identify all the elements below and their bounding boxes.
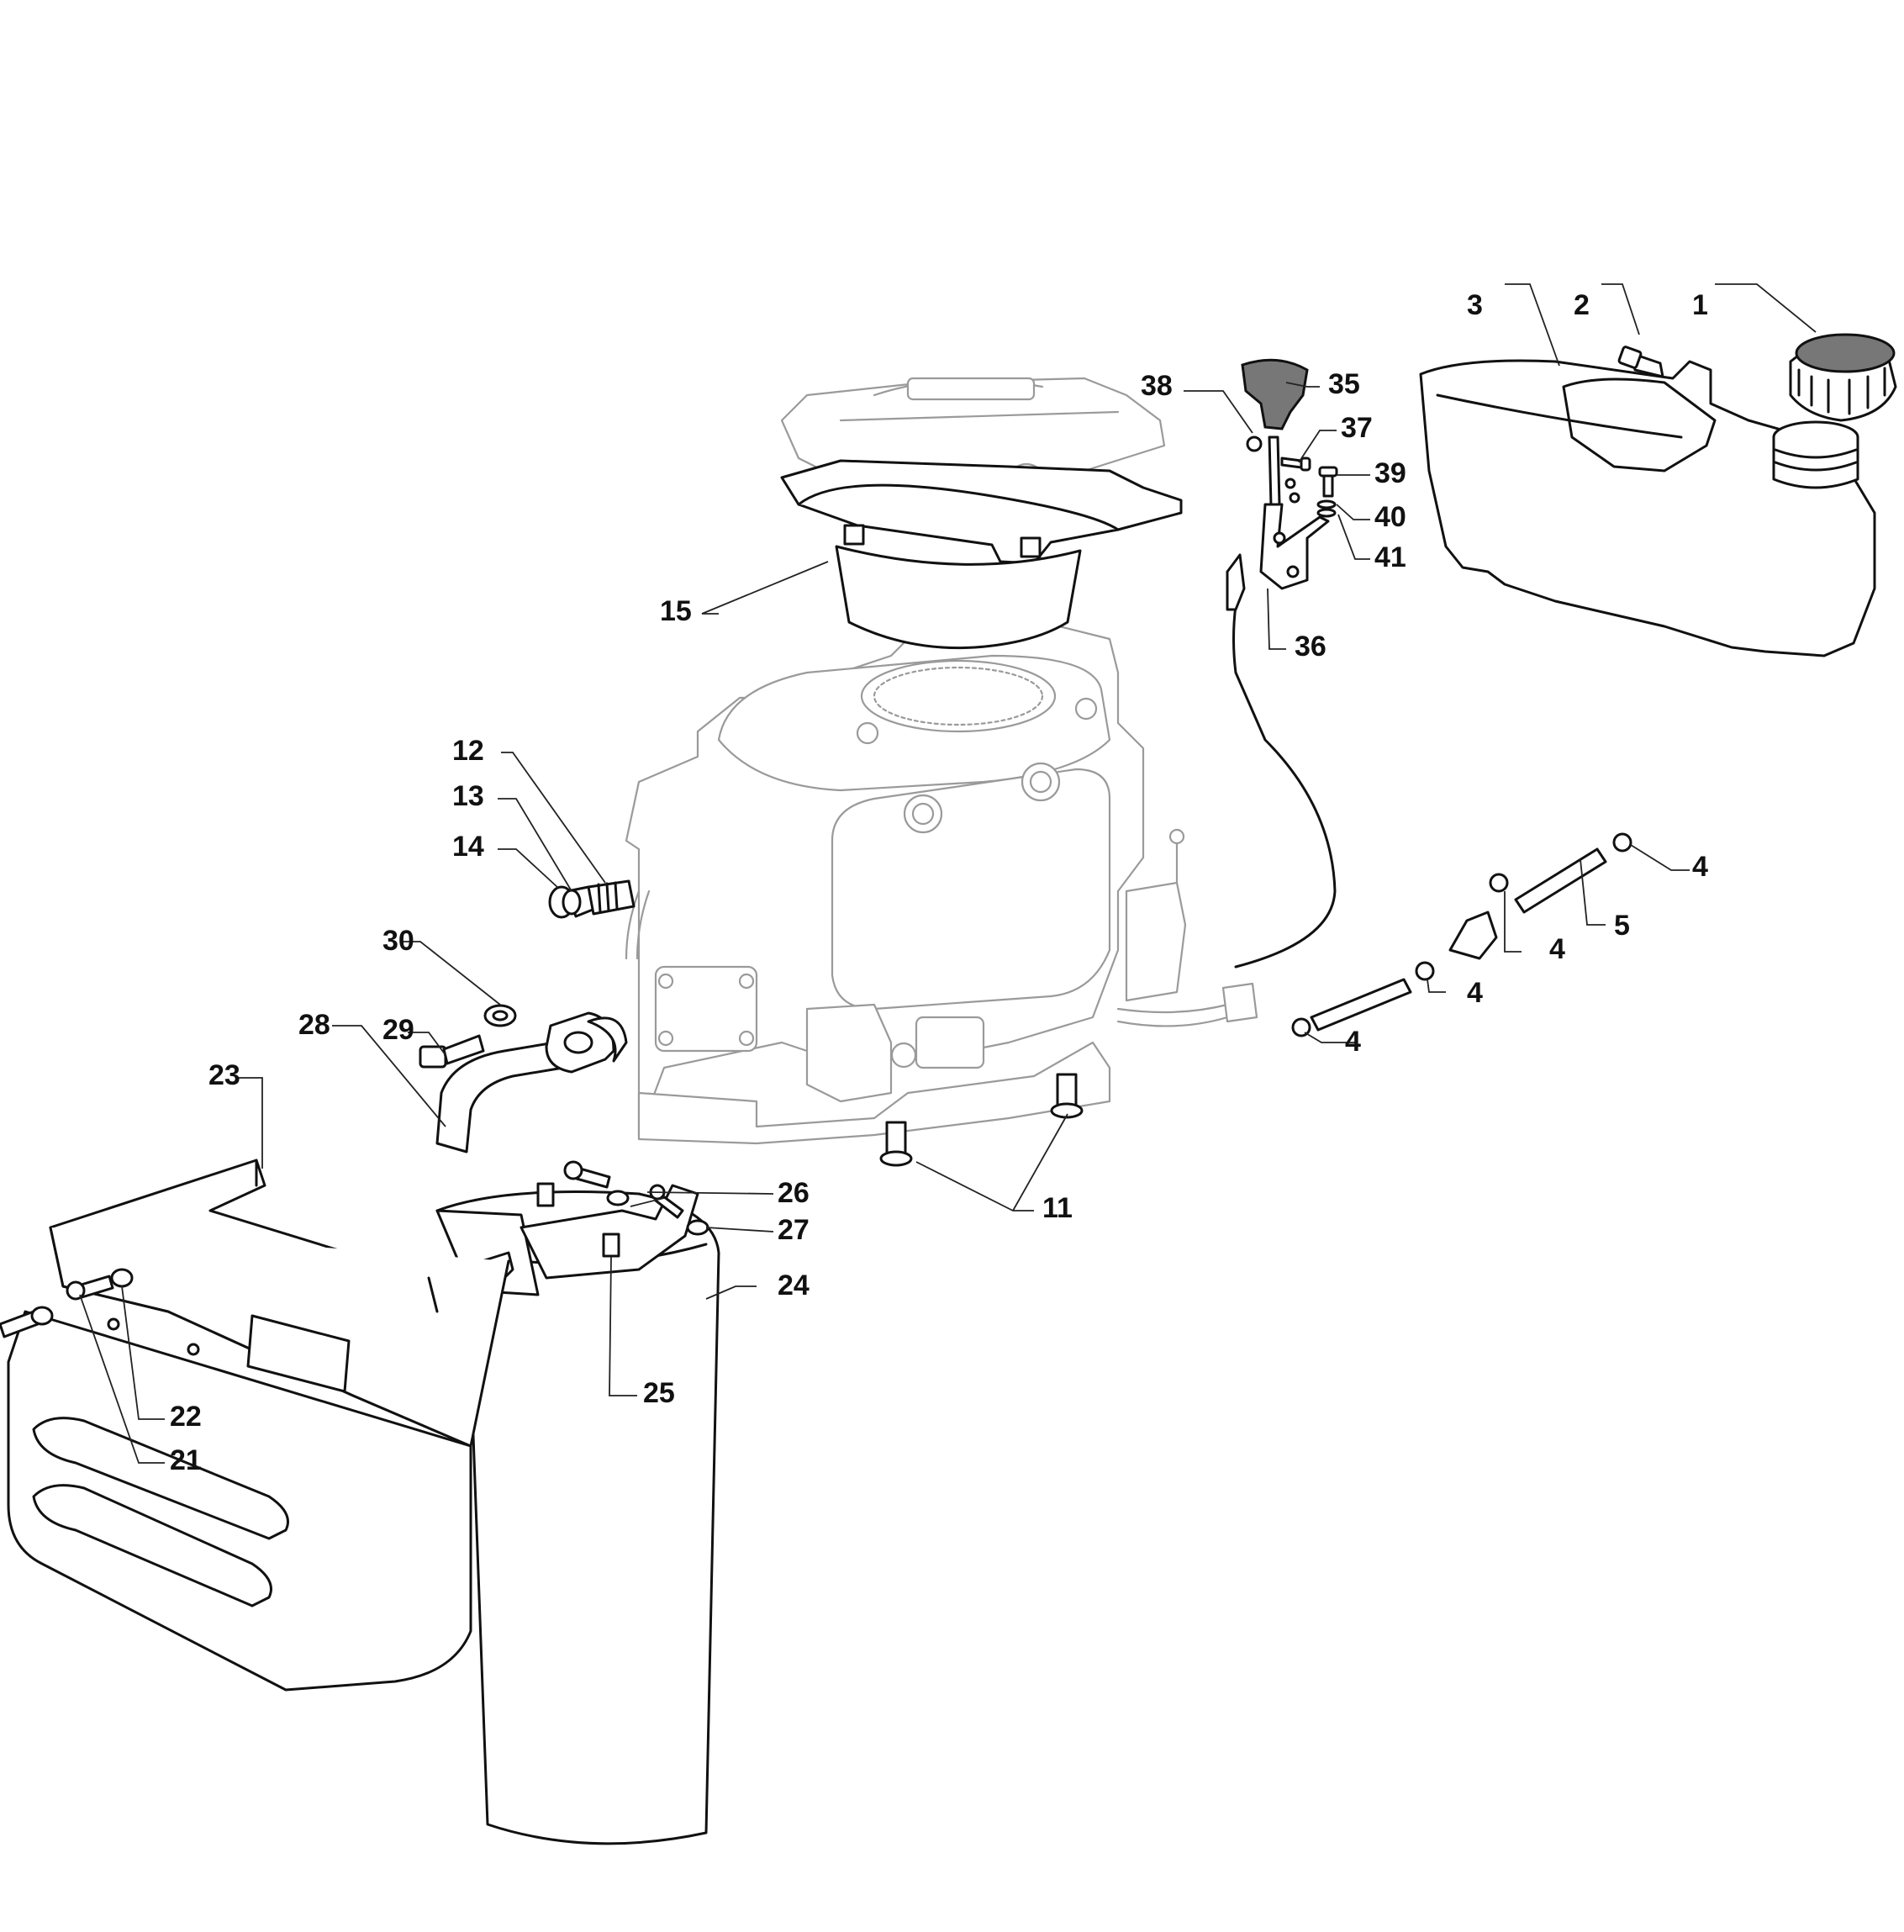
- callout-21: 21: [170, 1444, 202, 1476]
- callout-25: 25: [643, 1377, 675, 1409]
- callout-5: 5: [1614, 910, 1630, 942]
- callout-23: 23: [208, 1059, 240, 1091]
- exhaust-fitting-parts: [548, 879, 636, 919]
- callout-29: 29: [382, 1014, 414, 1046]
- callout-38: 38: [1141, 370, 1173, 402]
- callout-28: 28: [298, 1009, 330, 1041]
- callout-4-a: 4: [1692, 851, 1708, 883]
- callout-22: 22: [170, 1401, 202, 1433]
- callout-13: 13: [452, 780, 484, 812]
- air-filter-assembly: [780, 377, 1183, 650]
- engine-ghost: [625, 625, 1258, 1145]
- tank-screw: [1617, 346, 1664, 378]
- fuel-hose-set: [1291, 832, 1632, 1037]
- leader-lines: [79, 283, 1817, 1464]
- callout-14: 14: [452, 831, 484, 863]
- callout-4-c: 4: [1467, 977, 1483, 1009]
- callout-37: 37: [1341, 412, 1373, 444]
- muffler-assembly: [435, 1160, 720, 1845]
- muffler-heat-shield: [0, 1159, 514, 1692]
- throttle-control-assembly: [1226, 358, 1338, 969]
- callout-2: 2: [1574, 289, 1590, 321]
- callout-4-b: 4: [1549, 933, 1565, 965]
- callout-1: 1: [1692, 289, 1708, 321]
- callout-26: 26: [778, 1177, 810, 1209]
- callout-labels: 1 2 3 4 4 4 4 5 11 12 13 14 15 21 22 23 …: [170, 289, 1708, 1476]
- callout-40: 40: [1374, 501, 1406, 533]
- callout-35: 35: [1328, 368, 1360, 400]
- callout-15: 15: [660, 595, 692, 627]
- callout-27: 27: [778, 1214, 810, 1246]
- callout-11: 11: [1042, 1192, 1073, 1224]
- callout-12: 12: [452, 735, 484, 767]
- callout-3: 3: [1467, 289, 1483, 321]
- exhaust-pipe-parts: [419, 1004, 628, 1153]
- callout-36: 36: [1295, 631, 1326, 662]
- callout-41: 41: [1374, 541, 1406, 573]
- fuel-tank: [1419, 333, 1897, 657]
- callout-30: 30: [382, 925, 414, 957]
- callout-39: 39: [1374, 457, 1406, 489]
- engine-mount-bolts: [879, 1073, 1084, 1167]
- callout-4-d: 4: [1345, 1026, 1361, 1058]
- callout-24: 24: [778, 1270, 810, 1301]
